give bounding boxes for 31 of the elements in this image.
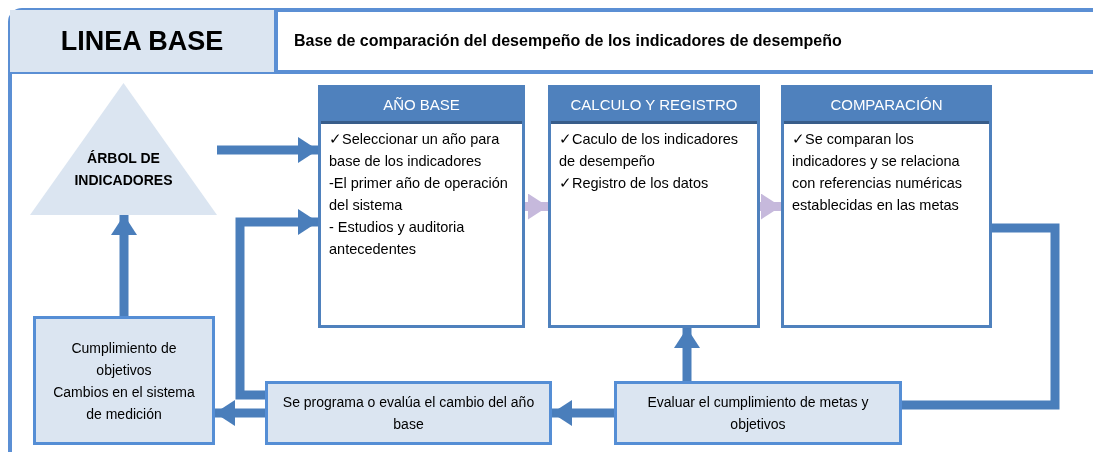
process-box: [318, 85, 525, 328]
box-header: AÑO BASE: [321, 88, 522, 124]
block-arrow: [525, 193, 548, 220]
box-text: Se programa o evalúa el cambio del año base: [281, 393, 536, 434]
bullet-text: ✓Caculo de los indicadores de desempeño: [559, 130, 740, 171]
description-text: Base de comparación del desempeño de los indicadores de desempeño: [294, 31, 842, 51]
box-text: Cambios en el sistema de medición: [52, 382, 196, 424]
process-box: [548, 85, 760, 328]
block-arrow: [111, 215, 137, 316]
bullet-text: ✓Se comparan los indicadores y se relaciona con referencias numéricas establecidas en las metas: [792, 130, 964, 215]
process-box: [614, 381, 902, 445]
title-cell: LINEA BASE: [10, 10, 278, 72]
bullet-text: ✓Registro de los datos: [559, 174, 710, 193]
block-arrow: [215, 400, 265, 426]
block-arrow: [760, 193, 781, 220]
box-text: Evaluar el cumplimiento de metas y objetivos: [646, 393, 870, 434]
block-arrow: [235, 209, 318, 400]
bullet-text: - Estudios y auditoria antecedentes: [329, 218, 466, 259]
box-header: CALCULO Y REGISTRO: [551, 88, 757, 124]
process-box: [781, 85, 992, 328]
connector-line: [902, 223, 1060, 410]
block-arrow: [217, 137, 318, 163]
block-arrow: [674, 328, 700, 381]
box-text: Cumplimiento de objetivos: [70, 338, 178, 380]
node-label: ÁRBOL DE INDICADORES: [73, 149, 174, 190]
block-arrow: [552, 400, 614, 426]
box-header: COMPARACIÓN: [784, 88, 989, 124]
process-box: [33, 316, 215, 445]
bullet-text: -El primer año de operación del sistema: [329, 174, 509, 215]
bullet-text: ✓Seleccionar un año para base de los indicadores: [329, 130, 501, 171]
process-box: [265, 381, 552, 445]
